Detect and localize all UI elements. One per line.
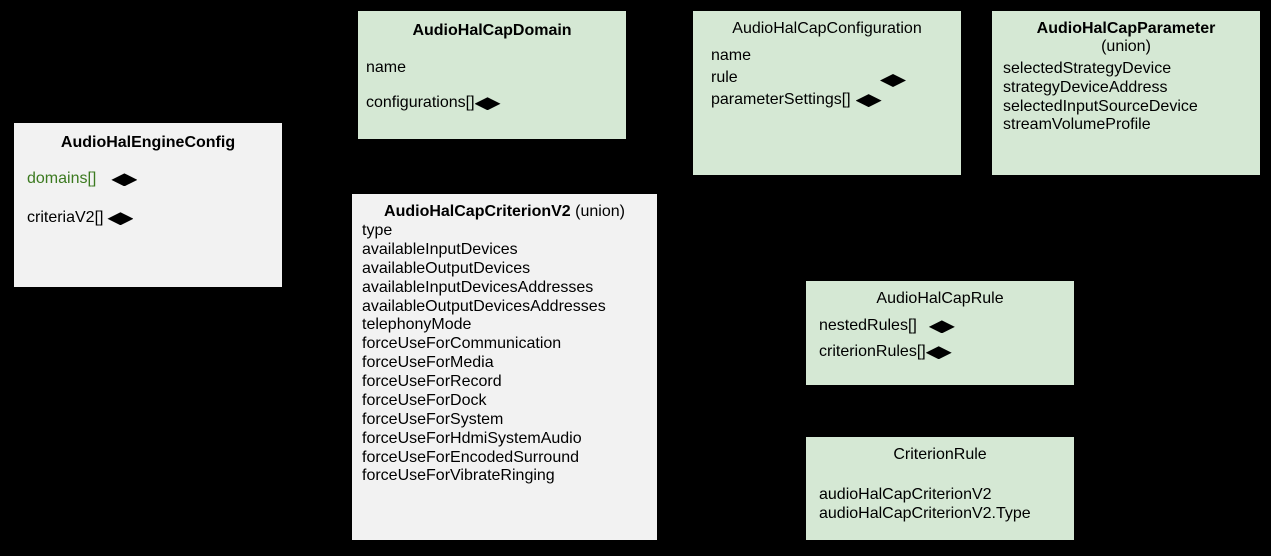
attr-row-domain-name: name [358,59,626,78]
attr-label-criterion-rules: criterionRules[] [819,343,926,361]
box-title-audio-hal-cap-parameter: AudioHalCapParameter [1036,20,1216,37]
attr-label-force-use-for-hdmi-system-audio: forceUseForHdmiSystemAudio [362,429,582,447]
attr-label-available-input-devices-addresses: availableInputDevicesAddresses [362,278,594,296]
attr-label-nested-rules: nestedRules[] [819,317,917,335]
aggregation-diamond-domains [111,173,138,187]
attr-label-parameter-settings: parameterSettings[] [711,91,851,109]
attr-label-stream-volume-profile: streamVolumeProfile [1003,116,1151,134]
box-title-audio-hal-cap-domain: AudioHalCapDomain [412,22,572,39]
box-audio-hal-cap-domain[interactable]: AudioHalCapDomain name configurations[] [357,10,627,140]
box-title-audio-hal-engine-config: AudioHalEngineConfig [60,134,236,151]
attr-label-configurations: configurations[] [366,94,475,112]
attr-list-cap-parameter: selectedStrategyDevice strategyDeviceAdd… [992,60,1260,136]
attr-row-parameter-settings: parameterSettings[] [693,91,961,110]
attr-row-config-rule: rule [693,69,961,88]
attr-row-domains: domains[] [14,170,282,189]
attr-label-criteriav2: criteriaV2[] [27,209,104,227]
box-title-suffix-criterion-v2: (union) [575,203,625,220]
attr-label-type: type [362,222,393,239]
attr-row-criteriav2: criteriaV2[] [14,209,282,228]
box-title-audio-hal-cap-rule: AudioHalCapRule [876,290,1004,307]
box-title-criterion-rule: CriterionRule [893,446,987,463]
box-audio-hal-cap-parameter[interactable]: AudioHalCapParameter (union) selectedStr… [991,10,1261,176]
attr-label-force-use-for-media: forceUseForMedia [362,354,494,372]
box-subtitle-audio-hal-cap-parameter: (union) [1101,38,1151,56]
attr-label-config-name: name [711,47,752,65]
attr-label-audio-hal-cap-criterion-v2: audioHalCapCriterionV2 [819,486,992,504]
attr-row-nested-rules: nestedRules[] [806,317,1074,336]
attr-label-audio-hal-cap-criterion-v2-type: audioHalCapCriterionV2.Type [819,505,1031,523]
attr-label-strategy-device-address: strategyDeviceAddress [1003,78,1168,96]
attr-label-force-use-for-record: forceUseForRecord [362,373,502,390]
attr-label-force-use-for-dock: forceUseForDock [362,391,487,409]
attr-label-telephony-mode: telephonyMode [362,316,472,334]
box-title-audio-hal-cap-criterion-v2: AudioHalCapCriterionV2 (union) [352,203,657,221]
attr-label-force-use-for-encoded-surround: forceUseForEncodedSurround [362,448,580,466]
box-criterion-rule[interactable]: CriterionRule audioHalCapCriterionV2 aud… [805,436,1075,541]
attr-label-selected-input-source-device: selectedInputSourceDevice [1003,97,1198,115]
attr-label-available-output-devices: availableOutputDevices [362,259,531,277]
box-title-audio-hal-cap-configuration: AudioHalCapConfiguration [732,20,922,37]
aggregation-diamond-rule [880,74,906,87]
box-audio-hal-cap-criterion-v2[interactable]: AudioHalCapCriterionV2 (union) type avai… [351,193,658,541]
attr-label-force-use-for-vibrate-ringing: forceUseForVibrateRinging [362,467,555,485]
attr-label-selected-strategy-device: selectedStrategyDevice [1003,59,1172,77]
attr-label-domain-name: name [366,59,407,77]
box-audio-hal-cap-rule[interactable]: AudioHalCapRule nestedRules[] criterionR… [805,280,1075,386]
attr-label-config-rule: rule [711,69,738,87]
box-audio-hal-engine-config[interactable]: AudioHalEngineConfig domains[] criteriaV… [13,122,283,288]
attr-label-available-input-devices: availableInputDevices [362,240,518,258]
aggregation-diamond-criteriav2 [107,212,134,226]
aggregation-diamond-nested-rules [928,320,955,334]
attr-label-force-use-for-system: forceUseForSystem [362,410,504,428]
box-title-text-criterion-v2: AudioHalCapCriterionV2 [384,203,571,220]
attr-label-domains: domains[] [27,170,97,188]
aggregation-diamond-configurations [474,97,501,111]
attr-row-criterion-rules: criterionRules[] [806,343,1074,362]
attr-list-criterion-rule: audioHalCapCriterionV2 audioHalCapCriter… [806,486,1074,524]
attr-label-available-output-devices-addresses: availableOutputDevicesAddresses [362,297,606,315]
aggregation-diamond-criterion-rules [925,346,952,360]
attr-label-force-use-for-communication: forceUseForCommunication [362,335,562,353]
attr-row-configurations: configurations[] [358,94,626,113]
attr-row-config-name: name [693,47,961,66]
aggregation-diamond-parameter-settings [855,94,882,108]
attr-list-criterion-v2: type availableInputDevices availableOutp… [352,222,657,486]
box-audio-hal-cap-configuration[interactable]: AudioHalCapConfiguration name rule param… [692,10,962,176]
